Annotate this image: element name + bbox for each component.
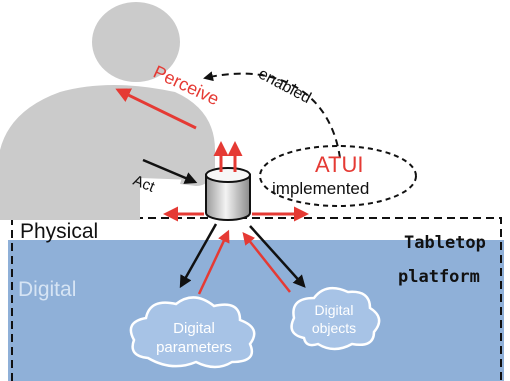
digital-objects-line2: objects — [312, 320, 356, 336]
enabled-arrow — [203, 71, 341, 159]
implemented-label: implemented — [272, 179, 369, 198]
up-arrow-objects — [242, 232, 291, 293]
tabletop-platform-frame — [11, 217, 502, 381]
digital-label: Digital — [18, 278, 76, 301]
digital-objects-line1: Digital — [315, 302, 354, 318]
digital-parameters-cloud: Digital parameters — [129, 296, 256, 369]
perceive-arrow — [115, 88, 197, 130]
up-arrow-parameters — [197, 229, 230, 295]
person-silhouette — [0, 2, 215, 220]
digital-region — [8, 232, 510, 381]
platform-label: platform — [398, 267, 480, 287]
digital-objects-cloud: Digital objects — [290, 286, 381, 351]
enabled-label: enabled — [255, 65, 313, 107]
down-arrow-parameters — [179, 223, 218, 289]
digital-parameters-line2: parameters — [156, 339, 232, 356]
atui-label: ATUI — [315, 152, 363, 177]
wave-line — [8, 232, 510, 240]
atui-ellipse — [259, 145, 417, 207]
down-arrow-objects — [249, 225, 306, 288]
digital-parameters-line1: Digital — [173, 320, 215, 337]
physical-label: Physical — [20, 220, 98, 243]
act-arrow — [142, 158, 198, 184]
atui-cylinder — [205, 167, 251, 221]
tabletop-label: Tabletop — [404, 233, 486, 253]
